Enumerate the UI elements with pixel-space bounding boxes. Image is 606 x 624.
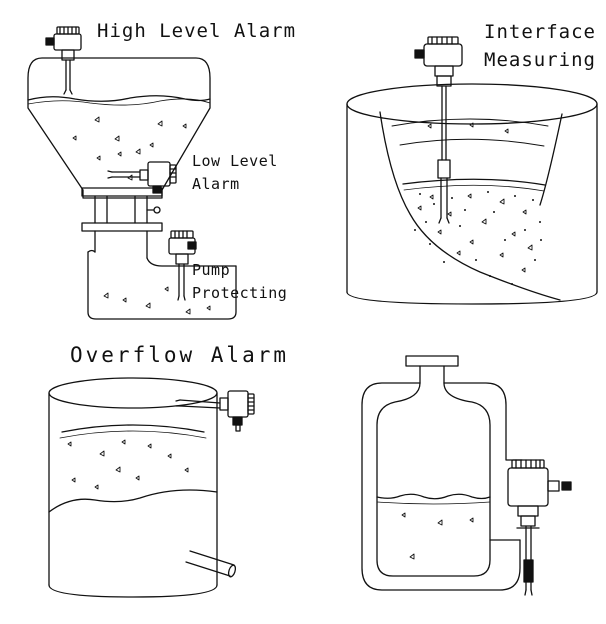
overflow-particles bbox=[67, 439, 189, 490]
pump-protecting-label-line2: Protecting bbox=[192, 284, 287, 302]
interface-panel bbox=[346, 36, 598, 305]
low-level-alarm-label-line2: Alarm bbox=[192, 175, 240, 193]
hopper-panel bbox=[27, 26, 237, 320]
overflow-sensor bbox=[175, 390, 255, 432]
high-level-sensor bbox=[45, 26, 82, 95]
interface-particles bbox=[417, 122, 533, 273]
interface-dots bbox=[414, 191, 542, 285]
overflow-panel bbox=[48, 377, 255, 598]
pump-protecting-label-line1: Pump bbox=[192, 261, 230, 279]
bypass-sensor bbox=[507, 459, 572, 596]
overflow-alarm-label: Overflow Alarm bbox=[70, 343, 289, 367]
low-level-sensor bbox=[107, 161, 177, 194]
high-level-alarm-label: High Level Alarm bbox=[97, 20, 296, 42]
bypass-particles bbox=[401, 512, 474, 560]
bypass-vessel bbox=[361, 355, 523, 591]
interface-measuring-label-line1: Interface bbox=[484, 21, 596, 43]
bypass-panel bbox=[361, 355, 572, 596]
pump-protecting-sensor bbox=[168, 230, 197, 301]
interface-sensor bbox=[414, 36, 463, 224]
low-level-alarm-label-line1: Low Level bbox=[192, 152, 278, 170]
hopper-vessel bbox=[27, 57, 237, 320]
hopper-particles bbox=[72, 116, 211, 315]
interface-measuring-label-line2: Measuring bbox=[484, 49, 596, 71]
overflow-tank bbox=[48, 377, 237, 598]
interface-tank bbox=[346, 83, 598, 305]
